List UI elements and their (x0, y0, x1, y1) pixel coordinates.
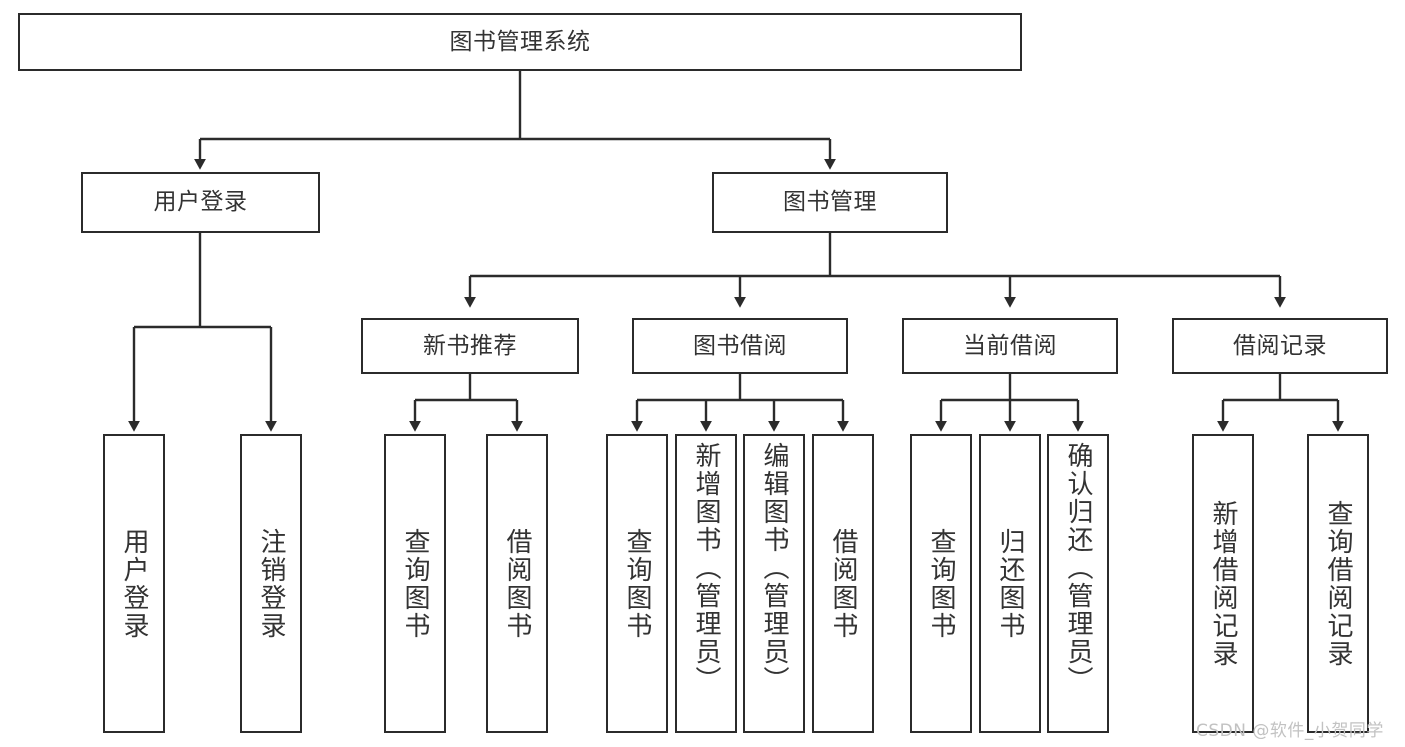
node-borrow-record[interactable]: 借阅记录 (1172, 318, 1388, 374)
leaf-query-borrow-record[interactable]: 查询借阅记录 (1307, 434, 1369, 733)
leaf-return-book[interactable]: 归还图书 (979, 434, 1041, 733)
node-label: 新增借阅记录 (1208, 499, 1239, 668)
node-user-login[interactable]: 用户登录 (81, 172, 320, 233)
leaf-query-book-recommend[interactable]: 查询图书 (384, 434, 446, 733)
node-new-book-recommend[interactable]: 新书推荐 (361, 318, 579, 374)
node-label: 注销登录 (256, 527, 287, 640)
leaf-borrow-book[interactable]: 借阅图书 (812, 434, 874, 733)
leaf-user-login[interactable]: 用户登录 (103, 434, 165, 733)
leaf-add-book-admin[interactable]: 新增图书（管理员） (675, 434, 737, 733)
node-label: 归还图书 (995, 527, 1026, 640)
leaf-borrow-book-recommend[interactable]: 借阅图书 (486, 434, 548, 733)
node-label: 确认归还（管理员） (1063, 442, 1094, 694)
node-label: 查询图书 (926, 527, 957, 640)
node-label: 用户登录 (153, 189, 248, 215)
node-current-borrow[interactable]: 当前借阅 (902, 318, 1118, 374)
node-label: 图书管理 (783, 189, 877, 215)
node-label: 用户登录 (119, 527, 150, 640)
node-label: 当前借阅 (963, 332, 1057, 359)
node-root-book-management-system[interactable]: 图书管理系统 (18, 13, 1022, 71)
node-label: 图书借阅 (693, 332, 787, 359)
node-label: 查询借阅记录 (1323, 499, 1354, 668)
node-label: 新增图书（管理员） (691, 442, 722, 694)
leaf-add-borrow-record[interactable]: 新增借阅记录 (1192, 434, 1254, 733)
node-label: 编辑图书（管理员） (759, 442, 790, 694)
node-book-manage[interactable]: 图书管理 (712, 172, 948, 233)
node-label: 查询图书 (622, 527, 653, 640)
node-label: 新书推荐 (423, 332, 517, 359)
node-label: 借阅图书 (502, 527, 533, 640)
leaf-confirm-return-admin[interactable]: 确认归还（管理员） (1047, 434, 1109, 733)
leaf-logout-login[interactable]: 注销登录 (240, 434, 302, 733)
node-label: 借阅图书 (828, 527, 859, 640)
node-label: 图书管理系统 (449, 28, 591, 55)
leaf-edit-book-admin[interactable]: 编辑图书（管理员） (743, 434, 805, 733)
leaf-query-book-borrow[interactable]: 查询图书 (606, 434, 668, 733)
leaf-query-book-current[interactable]: 查询图书 (910, 434, 972, 733)
node-label: 借阅记录 (1233, 332, 1327, 359)
node-label: 查询图书 (400, 527, 431, 640)
node-book-borrow[interactable]: 图书借阅 (632, 318, 848, 374)
csdn-watermark: CSDN @软件_小贺同学 (1196, 721, 1384, 741)
